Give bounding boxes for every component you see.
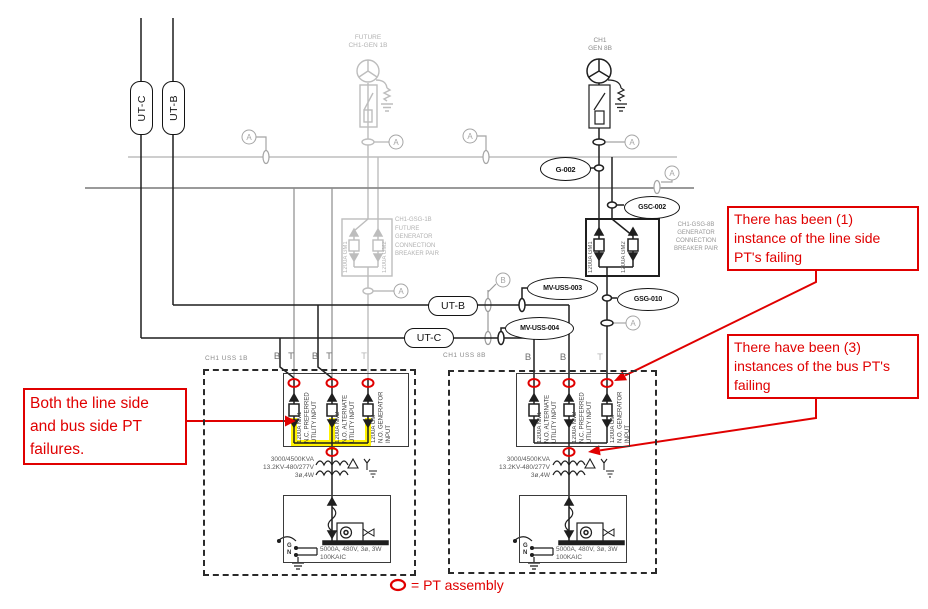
uss1b-transformer-label: 3000/4500KVA 13.2KV-480/277V 3ø,4W	[263, 456, 314, 479]
ammeter-icon: A	[241, 129, 257, 145]
ammeter-icon: A	[462, 128, 478, 144]
uss8b-ground-icon	[514, 536, 554, 570]
gsg8b-gm2-label: 1200A GM2	[621, 241, 627, 273]
uss1b-switchboard-section	[283, 495, 391, 563]
utc-feeder-tag: UT-C	[130, 81, 153, 135]
svg-text:A: A	[246, 133, 252, 142]
uss8b-transformer-label: 3000/4500KVA 13.2KV-480/277V 3ø,4W	[499, 456, 550, 479]
uss1b-breaker3-label: 1200A GM N.O. GENERATOR INPUT	[371, 391, 393, 443]
mv-uss-004-tag: MV-USS-004	[505, 317, 574, 340]
utb-line-tag: UT-B	[428, 296, 478, 316]
svg-text:A: A	[669, 169, 675, 178]
uss1b-breaker-section	[283, 373, 409, 447]
line-side-failure-note: There has been (1) instance of the line …	[727, 206, 919, 271]
uss8b-breaker1-label: 1200A NM1 N.O. ALTERNATE UTILITY INPUT	[537, 394, 559, 443]
gsg8b-label: CH1-GSG-8B GENERATOR CONNECTION BREAKER …	[674, 222, 718, 252]
utb-feeder-tag: UT-B	[162, 81, 185, 135]
uss1b-title: CH1 USS 1B	[205, 355, 248, 362]
bus-note-leader	[599, 394, 817, 452]
g002-tag: G-002	[540, 157, 591, 181]
left-failure-note: Both the line side and bus side PT failu…	[23, 388, 187, 465]
uss1b-breakers	[276, 378, 389, 570]
svg-text:A: A	[398, 287, 404, 296]
uss1b-gn-label: G N	[287, 543, 292, 556]
pt-assembly-marker	[287, 378, 301, 388]
metering-cts	[256, 135, 673, 324]
future-gray-wires	[128, 59, 677, 378]
gsg010-tag: GSG-010	[617, 288, 679, 311]
uss8b-input-letter: B	[524, 352, 532, 363]
svg-text:A: A	[393, 138, 399, 147]
gsg8b-gm1-label: 1200A GM1	[588, 241, 594, 273]
gsg1b-gm1-label: 1200A GM1	[343, 241, 349, 273]
uss1b-ground-icon	[278, 536, 318, 570]
uss8b-input-letter: B	[559, 352, 567, 363]
uss8b-boundary	[448, 370, 657, 574]
gsg1b-gm2-label: 1200A GM2	[382, 241, 388, 273]
ammeter-icon: A	[388, 134, 404, 150]
pt-assembly-marker	[527, 378, 541, 388]
uss8b-switchboard-section	[519, 495, 627, 563]
uss8b-breaker3-label: 1200A GM N.O. GENERATOR INPUT	[610, 391, 632, 443]
ammeter-icon: A	[625, 315, 641, 331]
bus-note-arrowhead	[588, 445, 601, 456]
svg-text:B: B	[500, 276, 505, 285]
svg-text:A: A	[630, 319, 636, 328]
pt-assembly-marker	[562, 378, 576, 388]
uss1b-input-letter: T	[361, 351, 367, 362]
ammeter-icon: A	[624, 134, 640, 150]
tie-bus-wires	[85, 187, 694, 378]
gen8b-label: CH1 GEN 8B	[588, 37, 612, 52]
uss1b-switchboard-label: 5000A, 480V, 3ø, 3W 100KAIC	[320, 546, 382, 561]
uss8b-input-letter: T	[597, 352, 603, 363]
utc-line-tag: UT-C	[404, 328, 454, 348]
uss1b-breaker2-label: 1200A NM2 N.O. ALTERNATE UTILITY INPUT	[335, 394, 357, 443]
bus-failure-note: There have been (3) instances of the bus…	[727, 334, 919, 399]
ammeter-icon: A	[393, 283, 409, 299]
uss8b-switchboard-label: 5000A, 480V, 3ø, 3W 100KAIC	[556, 546, 618, 561]
svg-text:A: A	[629, 138, 635, 147]
uss8b-breaker2-label: 1200A NM2 N.C. PREFERRED UTILITY INPUT	[572, 392, 594, 443]
uss1b-input-letter: T	[288, 351, 294, 362]
uss8b-breaker-section	[516, 373, 630, 447]
bus-meter-icon: B	[495, 272, 511, 288]
ammeters: A A A A A A A B	[241, 128, 680, 331]
uss1b-input-letter: T	[326, 351, 332, 362]
pt-assembly-marker	[325, 447, 339, 457]
uss8b-transformer-icon	[552, 460, 586, 467]
uss8b-gn-label: G N	[523, 543, 528, 556]
gsg1b-label: CH1-GSG-1B FUTURE GENERATOR CONNECTION B…	[395, 217, 439, 257]
uss1b-input-letter: B	[311, 351, 319, 362]
pt-assembly-marker	[325, 378, 339, 388]
svg-text:A: A	[467, 132, 473, 141]
uss1b-boundary	[203, 369, 416, 576]
gsc002-tag: GSC-002	[624, 196, 680, 219]
uss1b-transformer-icon	[315, 460, 349, 467]
uss8b-title: CH1 USS 8B	[443, 352, 486, 359]
ammeter-icon: A	[664, 165, 680, 181]
uss8b-breakers	[512, 378, 625, 570]
line-side-note-leader	[624, 266, 817, 377]
pt-legend-text: = PT assembly	[411, 577, 504, 593]
pt-assembly-marker	[600, 378, 614, 388]
uss1b-input-letter: B	[273, 351, 281, 362]
future-gen-label: FUTURE CH1-GEN 1B	[348, 34, 388, 49]
left-note-arrowhead	[285, 415, 296, 427]
uss1b-breaker1-label: 1200A NM1 N.C. PREFERRED UTILITY INPUT	[297, 392, 319, 443]
main-wires	[140, 18, 660, 570]
pt-assembly-marker	[562, 447, 576, 457]
pt-legend-icon	[389, 578, 407, 592]
pt-assembly-marker	[361, 378, 375, 388]
mv-uss-003-tag: MV-USS-003	[527, 277, 598, 300]
